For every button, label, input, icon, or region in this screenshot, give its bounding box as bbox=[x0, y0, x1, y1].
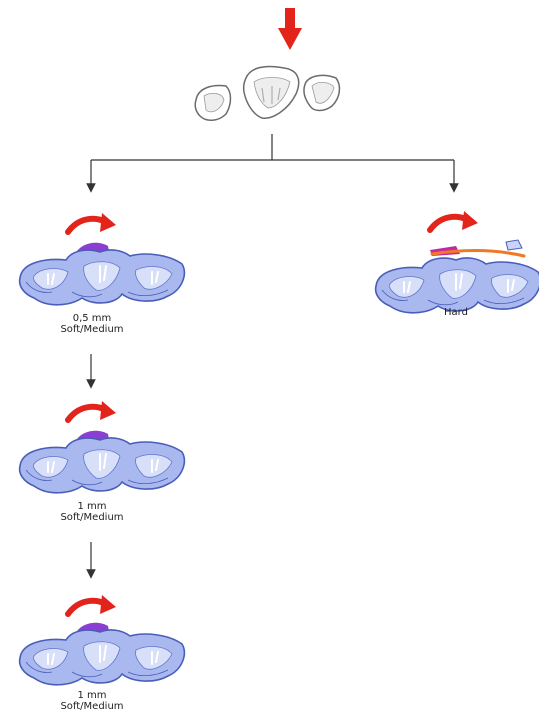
left-step-1-curved-arrow bbox=[68, 213, 116, 232]
right-curved-arrow bbox=[430, 211, 478, 230]
left-step-3-label: 1 mm Soft/Medium bbox=[32, 690, 152, 712]
left-step-2-tray bbox=[18, 430, 186, 494]
left-step-3-thickness: 1 mm bbox=[77, 690, 107, 701]
right-label: Hard bbox=[396, 307, 516, 318]
left-step-3-curved-arrow bbox=[68, 595, 116, 614]
right-material: Hard bbox=[444, 307, 468, 318]
left-step-2-thickness: 1 mm bbox=[77, 501, 107, 512]
left-step-1-tray bbox=[18, 242, 186, 306]
branch-connector bbox=[86, 134, 459, 579]
left-step-2-curved-arrow bbox=[68, 401, 116, 420]
left-step-1-thickness: 0,5 mm bbox=[72, 313, 112, 324]
left-step-2-label: 1 mm Soft/Medium bbox=[32, 501, 152, 523]
left-step-1-label: 0,5 mm Soft/Medium bbox=[32, 313, 152, 335]
top-tooth-model bbox=[194, 65, 341, 121]
top-red-arrow bbox=[278, 8, 302, 50]
left-step-3-tray bbox=[18, 622, 186, 686]
left-step-2-material: Soft/Medium bbox=[60, 512, 124, 523]
left-step-3-material: Soft/Medium bbox=[60, 701, 124, 712]
left-step-1-material: Soft/Medium bbox=[60, 324, 124, 335]
right-hard-tray bbox=[374, 239, 539, 314]
